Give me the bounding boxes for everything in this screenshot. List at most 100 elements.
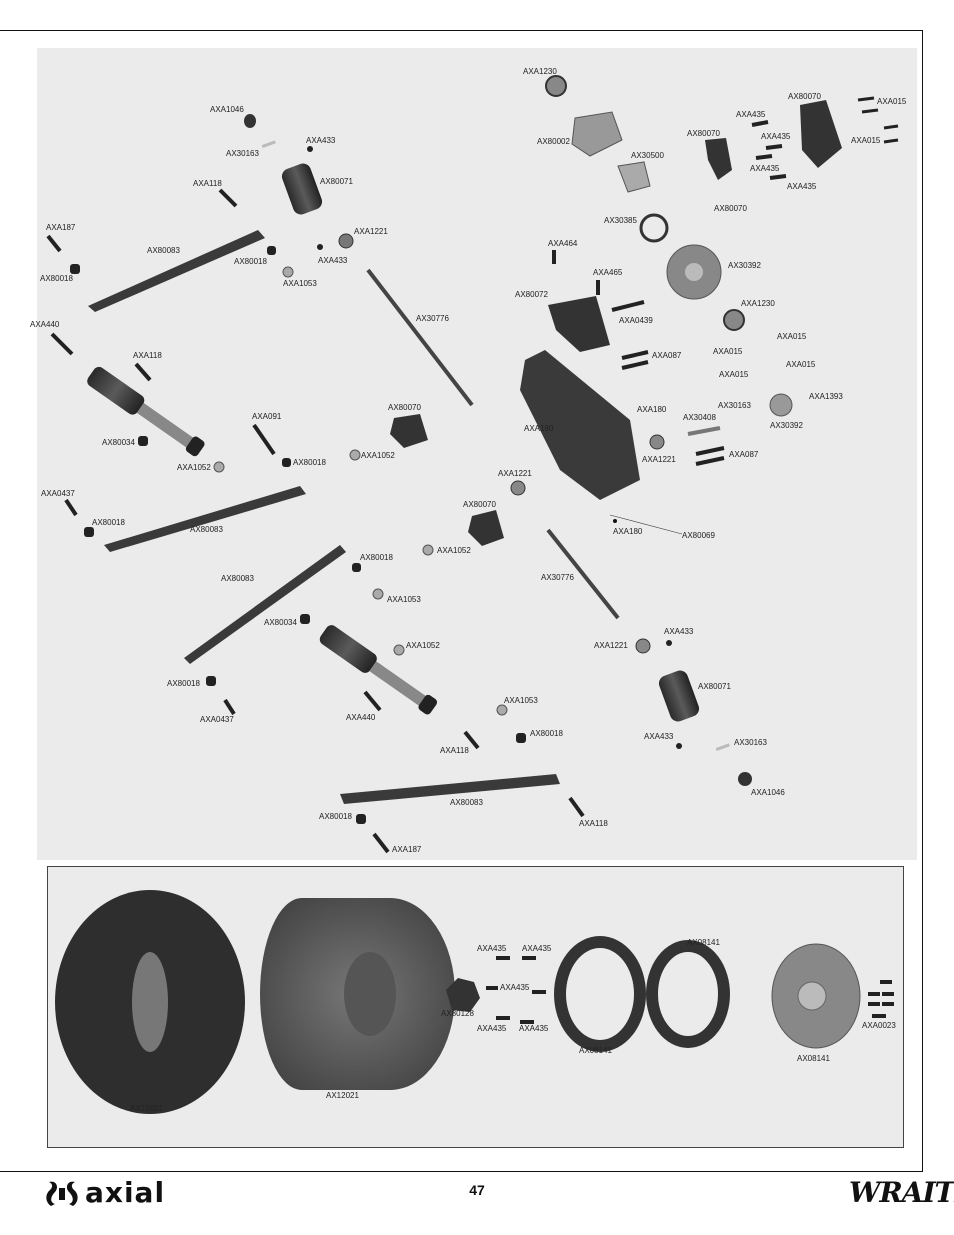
label: AXA433 (644, 732, 674, 741)
label: AX08141 (797, 1054, 830, 1063)
label: AXA0437 (200, 715, 234, 724)
label: AXA1052 (177, 463, 211, 472)
ax30385-gasket (639, 213, 669, 243)
axa1053-nut (282, 266, 294, 278)
tire-bore (132, 952, 168, 1052)
axle-parts (422, 75, 899, 556)
ax80034-shock-end-2 (300, 614, 310, 624)
label: AX30163 (718, 401, 751, 410)
axa187-screw-2 (372, 832, 390, 854)
axa118-screw-4 (568, 796, 585, 818)
ax80018-rod-end (70, 264, 80, 274)
label: AX80018 (167, 679, 200, 688)
label: AX30163 (226, 149, 259, 158)
ax80083-link-3 (184, 545, 346, 664)
label: AX08141 (579, 1046, 612, 1055)
label: AXA1046 (210, 105, 244, 114)
ax30163-pin-2 (715, 743, 730, 751)
label: AXA091 (252, 412, 282, 421)
label: AX80018 (234, 257, 267, 266)
axa0437-screw (64, 498, 78, 517)
label: AX08141 (687, 938, 720, 947)
axa1230-bearing (545, 75, 567, 97)
label: AXA118 (579, 819, 608, 828)
label: AXA015 (786, 360, 816, 369)
wraith-logo: WRAITH (849, 1176, 954, 1209)
label: AXA1221 (498, 469, 532, 478)
label: AXA433 (306, 136, 336, 145)
label: AXA0439 (619, 316, 653, 325)
label: AXA435 (787, 182, 817, 191)
ax80071-shock-boot (281, 163, 323, 215)
ax80002-diff-case (571, 111, 623, 157)
shock-absorber-2 (319, 625, 438, 715)
label: AX80069 (682, 531, 715, 540)
axa1052-nut-4 (393, 644, 405, 656)
label: AX30392 (770, 421, 803, 430)
leader-lines (609, 514, 683, 535)
label: AX80083 (221, 574, 254, 583)
axa118-screw-2 (134, 362, 152, 382)
ax80018-rod-end-7 (516, 733, 526, 743)
ax08141-ring-2 (646, 940, 730, 1048)
label: AX30385 (604, 216, 637, 225)
ax1046-bushing-2 (738, 772, 752, 786)
label: AXA0437 (41, 489, 75, 498)
ax80018-rod-end-6 (206, 676, 216, 686)
ax30163-pin (261, 140, 276, 148)
label: AXA087 (652, 351, 682, 360)
label: AX80071 (698, 682, 731, 691)
ax80072-axle-mount (548, 296, 610, 352)
label: AX30500 (631, 151, 664, 160)
axial-wordmark: axial (85, 1176, 166, 1209)
label: AXA1052 (437, 546, 471, 555)
ax80034-shock-end (138, 436, 148, 446)
axa433-screw-3 (666, 640, 672, 646)
label: AXA180 (613, 527, 643, 536)
axa187-screw (46, 234, 62, 253)
label: AX30776 (416, 314, 449, 323)
label: AXA015 (877, 97, 907, 106)
ax80069-axle-housing (520, 350, 640, 500)
ax80083-link (88, 230, 265, 312)
label: AX80018 (530, 729, 563, 738)
ax80083-link-4 (340, 774, 560, 804)
label: AXA187 (392, 845, 422, 854)
label: AX80018 (360, 553, 393, 562)
axa435-screw-2 (765, 144, 783, 150)
footer-rule (0, 1171, 923, 1172)
label: AXA1052 (406, 641, 440, 650)
ax80018-rod-end-5 (352, 563, 361, 572)
ax80070-mount (390, 414, 428, 448)
axial-emblem-icon (46, 1181, 78, 1206)
ax30500-locker (617, 161, 651, 193)
label: AX80018 (92, 518, 125, 527)
page-number: 47 (469, 1182, 485, 1198)
label: AXA015 (719, 370, 749, 379)
axa180-ball (613, 519, 617, 523)
lower-parts (184, 528, 752, 854)
page-frame (0, 30, 923, 1171)
axa087-screw-4 (695, 456, 725, 466)
axa433-screw (307, 146, 313, 152)
label: AX80002 (537, 137, 570, 146)
ax80083-link-2 (104, 486, 306, 552)
label: AXA435 (736, 110, 766, 119)
label: AXA180 (524, 424, 554, 433)
label: AXA118 (193, 179, 222, 188)
axa015-screw-3 (883, 124, 899, 130)
label: AXA435 (522, 944, 552, 953)
label: AXA015 (713, 347, 743, 356)
label: AXA187 (46, 223, 76, 232)
axa1230-bearing-2 (723, 309, 745, 331)
label: AXA1053 (283, 279, 317, 288)
label: AXA465 (593, 268, 623, 277)
label: AXA1221 (642, 455, 676, 464)
label: AXA435 (477, 1024, 507, 1033)
label: AX30163 (734, 738, 767, 747)
label: AXA118 (440, 746, 469, 755)
label: AXA435 (750, 164, 780, 173)
label: AXA1230 (741, 299, 775, 308)
wheel-screws (486, 956, 894, 1024)
label: AX80070 (463, 500, 496, 509)
